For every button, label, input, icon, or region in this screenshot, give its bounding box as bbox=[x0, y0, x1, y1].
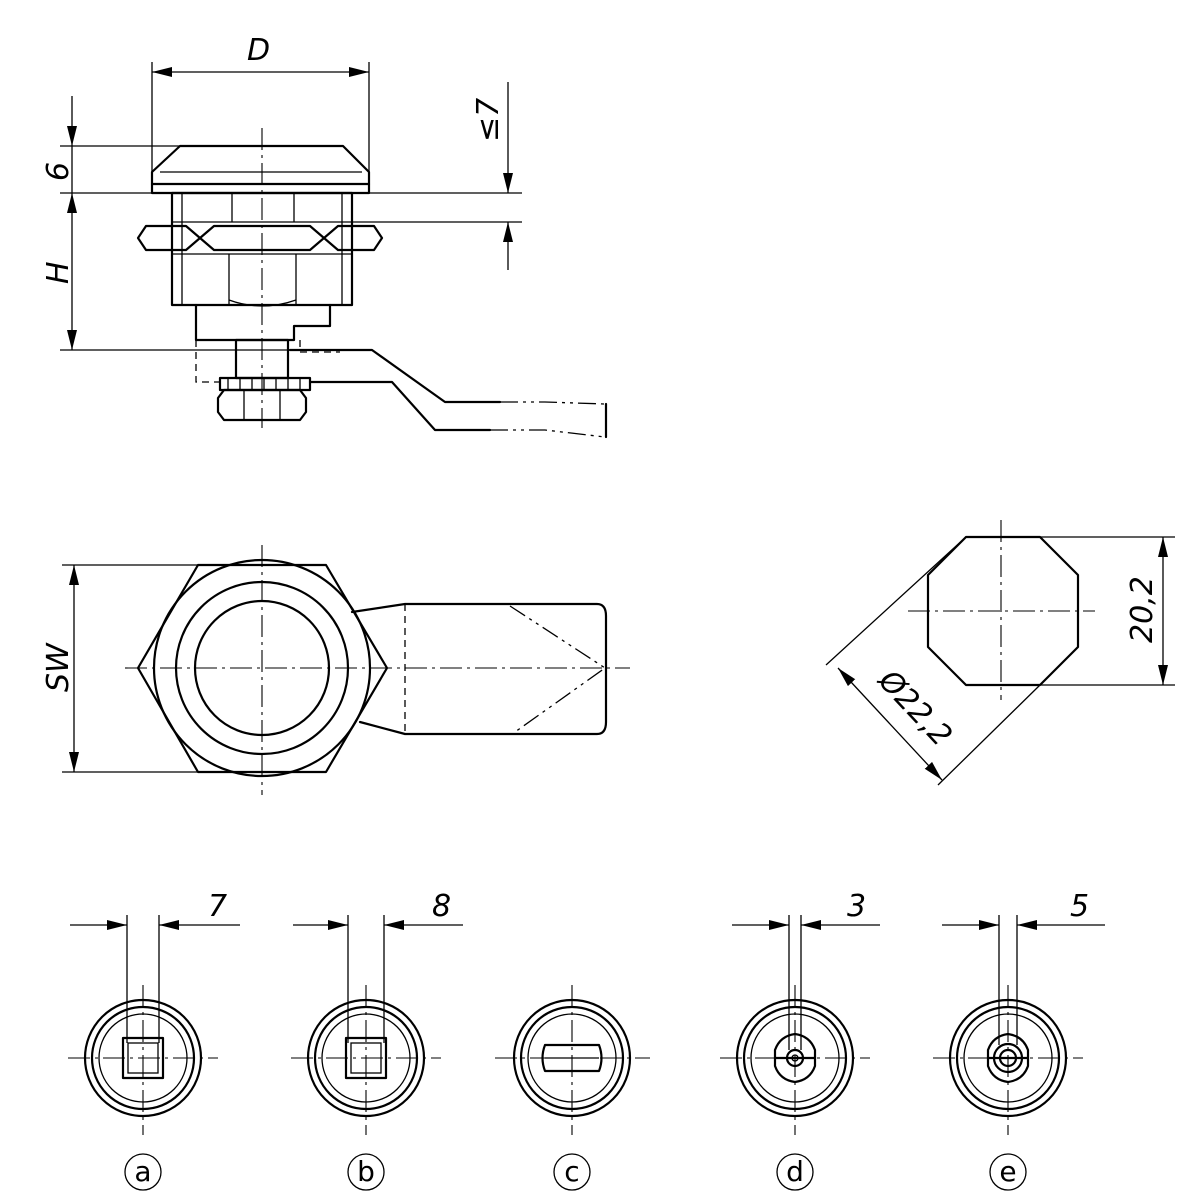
variant-a-label: a bbox=[134, 1155, 151, 1188]
dim-6-label: 6 bbox=[41, 162, 76, 181]
variant-d-label: d bbox=[786, 1155, 804, 1188]
variant-d-dim: 3 bbox=[847, 889, 866, 924]
cam-view: 20,2 Ø22,2 bbox=[825, 520, 1175, 786]
variant-b-label: b bbox=[357, 1155, 375, 1188]
variant-d: 3 d bbox=[720, 889, 880, 1191]
dim-d-label: D bbox=[247, 33, 270, 68]
variant-a: 7 a bbox=[68, 889, 240, 1191]
variant-e-dim: 5 bbox=[1070, 889, 1089, 924]
variant-a-dim: 7 bbox=[208, 889, 227, 924]
side-view: D 6 H ≤7 bbox=[41, 33, 608, 439]
dim-20-2-label: 20,2 bbox=[1125, 576, 1160, 643]
dim-h-label: H bbox=[41, 261, 76, 284]
variant-c: c bbox=[495, 985, 650, 1191]
dim-diameter-label: Ø22,2 bbox=[870, 662, 959, 753]
variant-b-dim: 8 bbox=[432, 889, 451, 924]
top-view: SW bbox=[41, 545, 630, 795]
dim-sw-label: SW bbox=[41, 642, 76, 692]
variant-c-label: c bbox=[564, 1155, 579, 1188]
variant-b: 8 b bbox=[291, 889, 463, 1191]
variant-e: 5 e bbox=[933, 889, 1105, 1191]
dim-le7-label: ≤7 bbox=[471, 98, 506, 142]
variant-e-label: e bbox=[999, 1155, 1016, 1188]
